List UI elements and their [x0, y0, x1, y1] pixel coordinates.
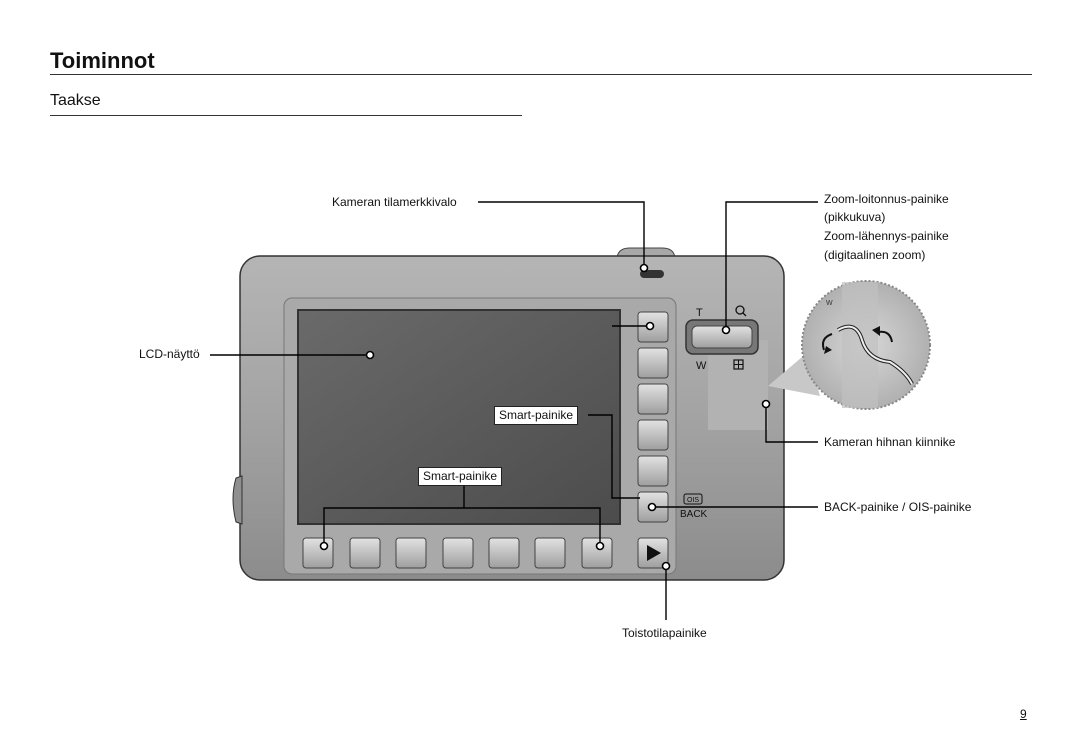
zoom-in-label: Zoom-lähennys-painike: [824, 229, 949, 243]
smart-button-right-2: [637, 347, 669, 379]
smart-button-bottom-7: [581, 537, 613, 569]
smart-button-bottom-3: [395, 537, 427, 569]
smart-button-right-5: [637, 455, 669, 487]
zoom-out-sub-label: (pikkukuva): [824, 210, 886, 224]
smart-button-bottom-1: [302, 537, 334, 569]
page-title: Toiminnot: [50, 48, 155, 73]
zoom-out-label: Zoom-loitonnus-painike: [824, 192, 949, 206]
smart-button-right-label: Smart-painike: [494, 406, 579, 425]
smart-button-bottom-label: Smart-painike: [418, 467, 503, 486]
smart-button-right-3: [637, 383, 669, 415]
section-title: Taakse: [50, 92, 101, 109]
camera-right-panel: [708, 340, 768, 430]
back-label: BACK: [680, 509, 708, 520]
ois-icon: [683, 493, 703, 505]
smart-button-bottom-5: [488, 537, 520, 569]
play-icon: [647, 545, 661, 561]
lcd-label: LCD-näyttö: [139, 347, 200, 361]
status-lamp-label: Kameran tilamerkkivalo: [332, 195, 457, 209]
zoom-w-label: W: [696, 360, 707, 372]
section-divider: [50, 115, 522, 116]
smart-button-bottom-2: [349, 537, 381, 569]
strap-eyelet-label: Kameran hihnan kiinnike: [824, 435, 956, 449]
arrow-left-icon: [822, 333, 833, 351]
zoom-in-sub-label: (digitaalinen zoom): [824, 248, 926, 262]
back-ois-marking: OIS BACK: [680, 493, 708, 520]
camera-side-grip: [232, 475, 243, 525]
smart-button-bottom-4: [442, 537, 474, 569]
back-ois-label: BACK-painike / OIS-painike: [824, 500, 972, 514]
bottom-button-row: [302, 537, 669, 569]
page-number: 9: [1020, 707, 1027, 721]
zoom-rocker-lever: [691, 325, 753, 349]
zoom-t-label: T: [696, 307, 703, 319]
playback-label: Toistotilapainike: [622, 626, 707, 640]
title-divider: [50, 74, 1032, 75]
status-lamp: [640, 270, 664, 278]
smart-button-right-4: [637, 419, 669, 451]
smart-button-bottom-6: [534, 537, 566, 569]
leader-lines: [210, 201, 818, 620]
svg-text:W: W: [826, 300, 833, 307]
magnify-icon: [735, 305, 745, 315]
zoom-rocker: T W: [685, 305, 759, 372]
svg-text:OIS: OIS: [687, 497, 699, 504]
leader-dots: [319, 263, 771, 571]
